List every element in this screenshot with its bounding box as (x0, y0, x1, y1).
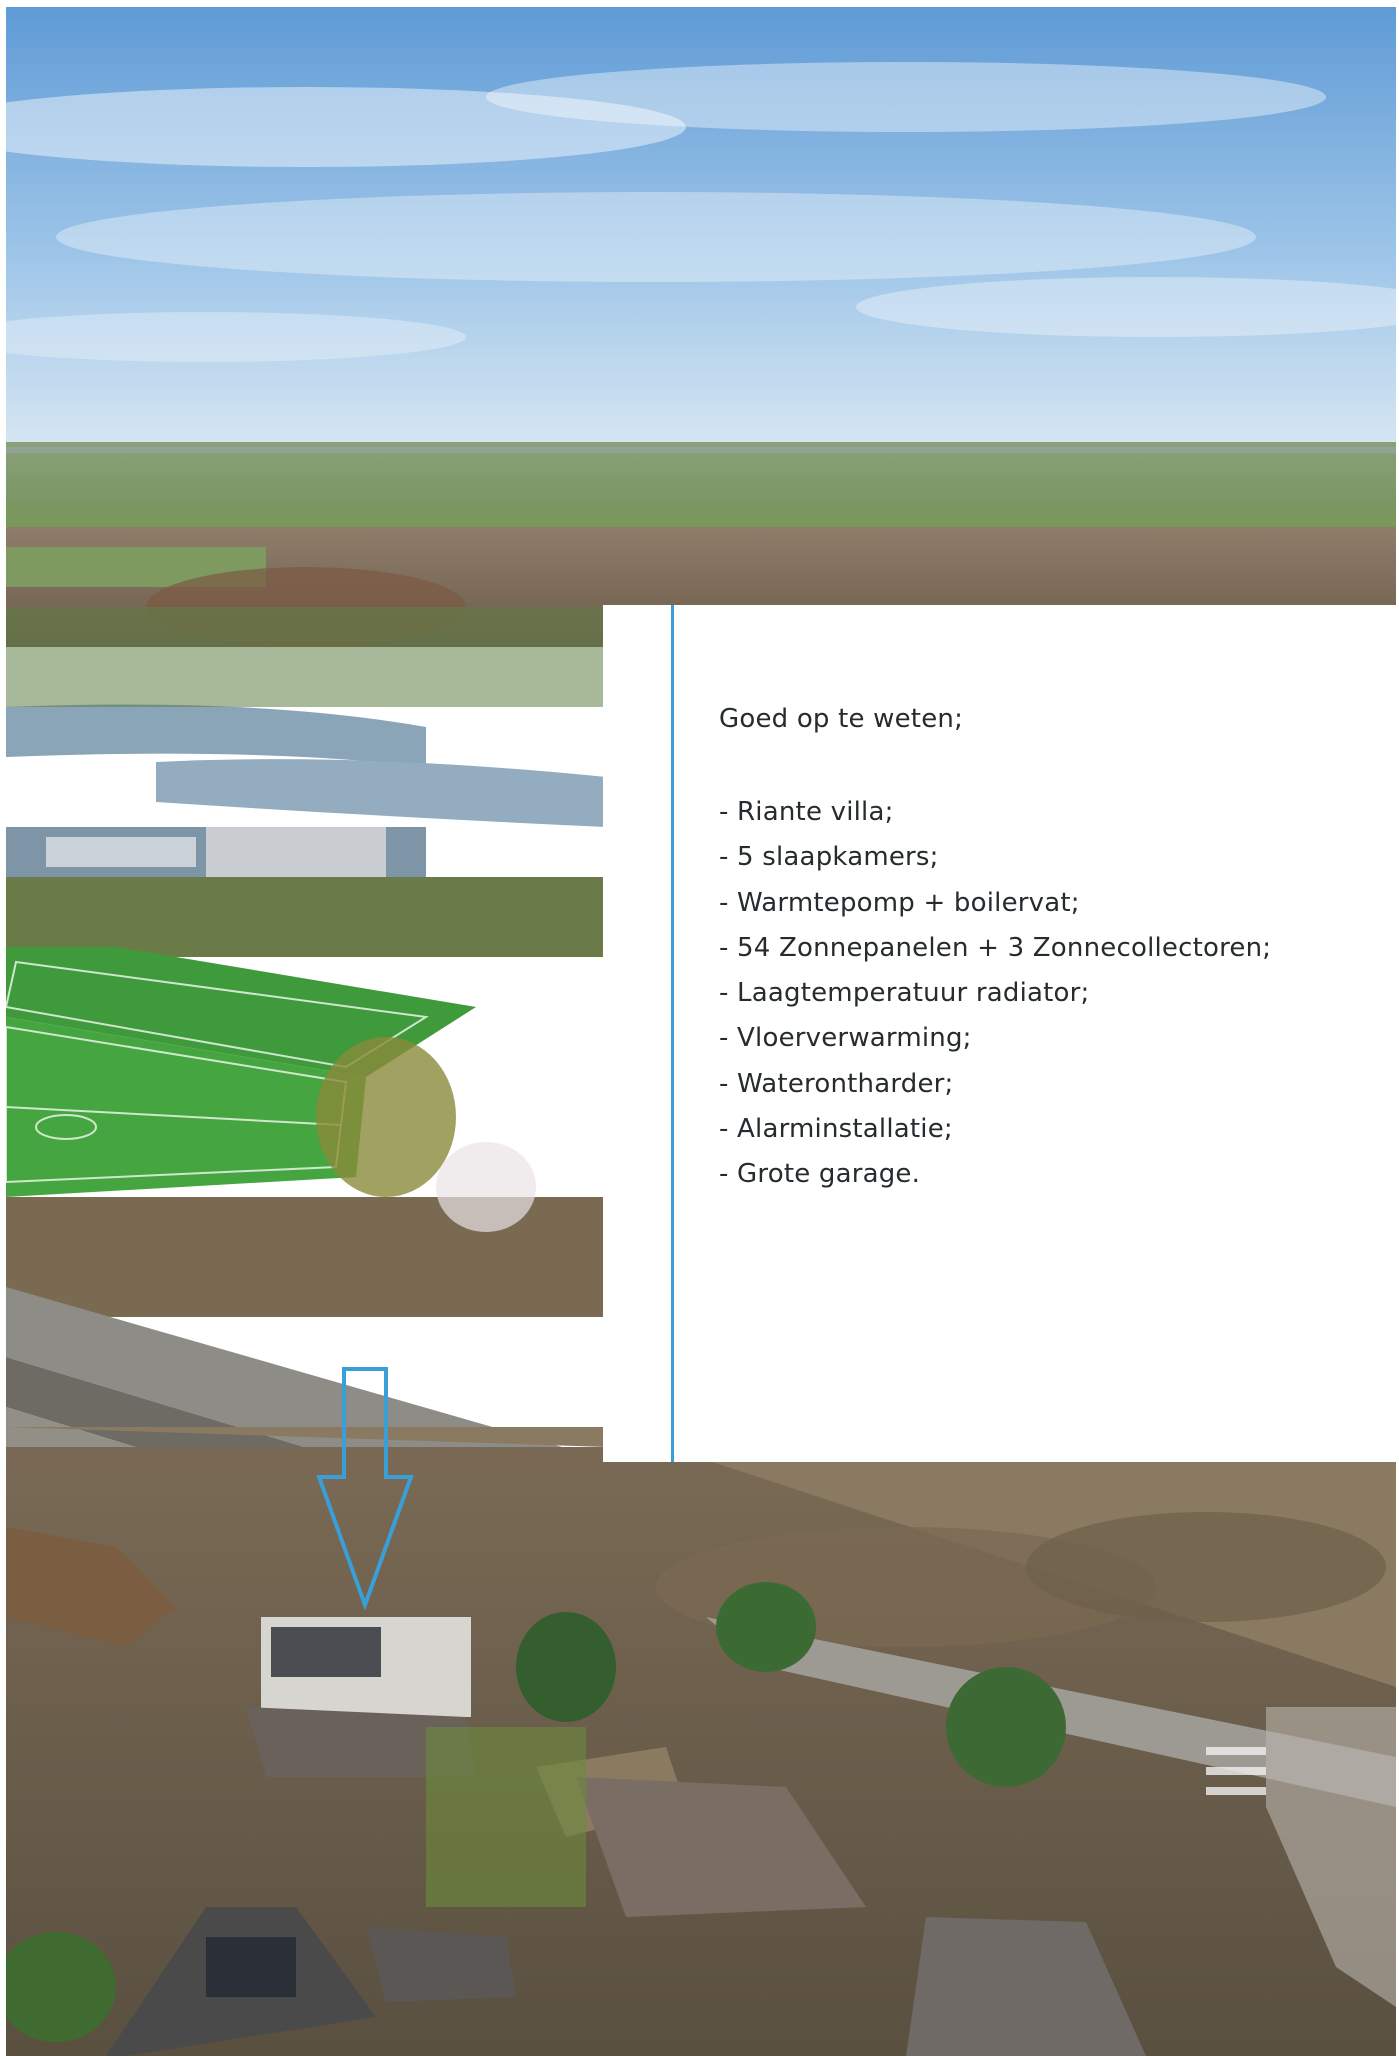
down-arrow-icon (316, 1367, 414, 1611)
feature-item: - Laagtemperatuur radiator; (719, 978, 1090, 1009)
feature-list: - Riante villa; - 5 slaapkamers; - Warmt… (719, 790, 1359, 1198)
card-heading: Goed op te weten; (719, 704, 964, 734)
feature-item: - Vloerverwarming; (719, 1023, 972, 1054)
feature-item: - Alarminstallatie; (719, 1114, 953, 1145)
feature-item: - 54 Zonnepanelen + 3 Zonnecollectoren; (719, 932, 1272, 963)
card-body: Goed op te weten; - Riante villa; - 5 sl… (719, 697, 1359, 1198)
aerial-photo (6, 7, 1396, 2056)
info-card: Goed op te weten; - Riante villa; - 5 sl… (603, 605, 1399, 1462)
feature-item: - 5 slaapkamers; (719, 842, 939, 873)
feature-item: - Waterontharder; (719, 1068, 954, 1099)
accent-line (671, 605, 674, 1462)
feature-item: - Warmtepomp + boilervat; (719, 887, 1080, 918)
feature-item: - Riante villa; (719, 797, 894, 827)
feature-item: - Grote garage. (719, 1159, 921, 1190)
